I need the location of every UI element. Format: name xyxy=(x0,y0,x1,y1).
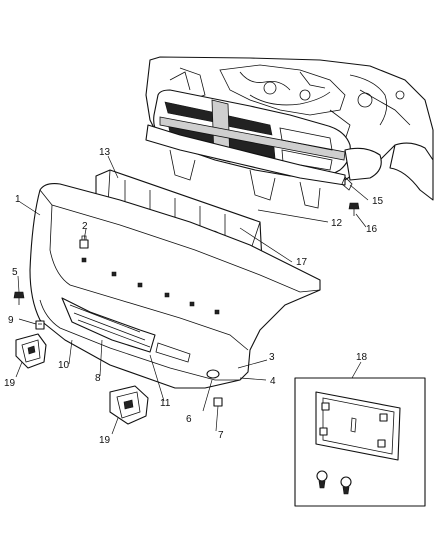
callout-18: 18 xyxy=(356,352,368,363)
callout-15: 15 xyxy=(372,196,384,207)
callout-11: 11 xyxy=(160,398,171,409)
screw-5 xyxy=(13,291,25,305)
callout-1: 1 xyxy=(15,194,21,205)
callout-4: 4 xyxy=(270,376,276,387)
callout-3: 3 xyxy=(269,352,275,363)
callout-12: 12 xyxy=(331,218,343,229)
callout-2: 2 xyxy=(82,221,88,232)
fog-bracket-left xyxy=(15,333,47,369)
callout-8: 8 xyxy=(95,373,101,384)
license-bracket-inset xyxy=(294,377,426,507)
screw-16 xyxy=(348,202,360,216)
callout-5: 5 xyxy=(12,267,18,278)
callout-6: 6 xyxy=(186,414,192,425)
callout-10: 10 xyxy=(58,360,70,371)
fog-bracket-right xyxy=(109,385,149,425)
callout-17: 17 xyxy=(296,257,308,268)
leader-lines xyxy=(15,155,369,435)
callout-16: 16 xyxy=(366,224,378,235)
clip-2 xyxy=(79,235,89,249)
callout-9: 9 xyxy=(8,315,14,326)
callout-19-left: 19 xyxy=(4,378,16,389)
callout-19-right: 19 xyxy=(99,435,111,446)
nut-9 xyxy=(35,320,45,330)
bumper-fascia xyxy=(29,183,321,389)
vehicle-front-end xyxy=(145,56,434,209)
callout-7: 7 xyxy=(218,430,224,441)
callout-13: 13 xyxy=(99,147,111,158)
clip-7 xyxy=(213,397,223,407)
